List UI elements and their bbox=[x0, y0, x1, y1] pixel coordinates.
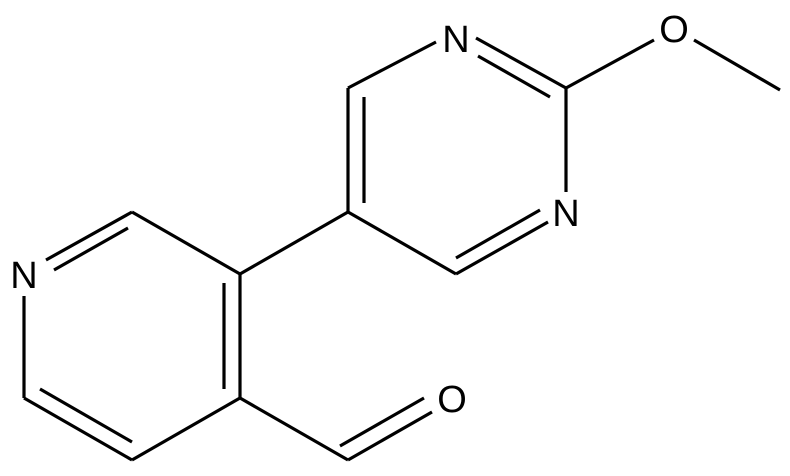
bond bbox=[347, 40, 437, 90]
biaryl-bond bbox=[239, 210, 349, 276]
atom-label-n-pyrimidine-top: N bbox=[442, 19, 469, 61]
bond bbox=[131, 210, 241, 276]
pyrimidine-ring bbox=[346, 36, 568, 276]
atom-label-o-methoxy: O bbox=[659, 9, 689, 51]
bond bbox=[23, 396, 133, 462]
methoxy-group bbox=[565, 38, 781, 92]
bond bbox=[347, 410, 433, 462]
bond bbox=[565, 38, 655, 90]
bond bbox=[45, 210, 133, 262]
bond bbox=[39, 387, 133, 444]
pyridine-ring bbox=[22, 210, 242, 462]
bond bbox=[477, 54, 551, 99]
bond bbox=[53, 226, 129, 272]
bond bbox=[347, 210, 457, 276]
bond bbox=[455, 208, 541, 260]
bond bbox=[339, 396, 425, 448]
atom-label-o-aldehyde: O bbox=[437, 379, 467, 421]
bond bbox=[475, 36, 567, 90]
bond bbox=[131, 396, 241, 462]
bond bbox=[693, 38, 781, 92]
bond bbox=[239, 396, 349, 462]
aldehyde-group bbox=[239, 396, 433, 462]
atom-label-n-pyridine: N bbox=[10, 255, 37, 297]
bond bbox=[455, 220, 549, 276]
atom-label-n-pyrimidine-bottom: N bbox=[552, 193, 579, 235]
